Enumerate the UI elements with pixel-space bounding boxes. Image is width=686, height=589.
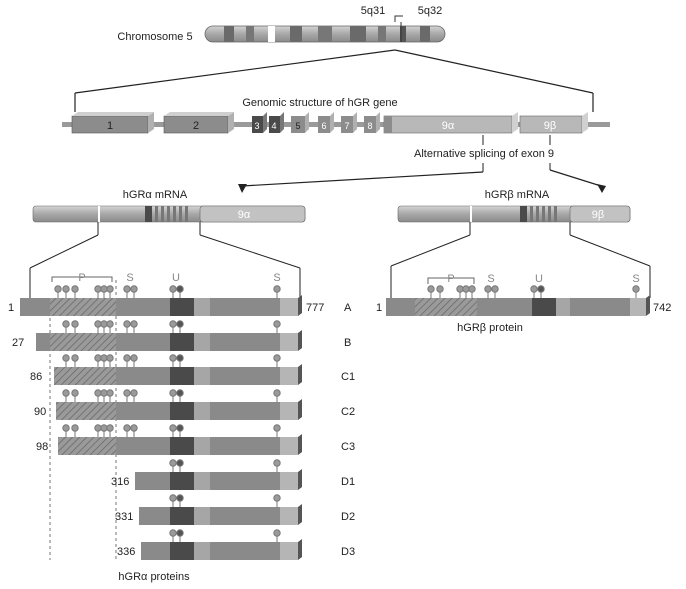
beta-protein-start: 1: [376, 302, 382, 314]
isoform-D1-id: D1: [341, 476, 355, 488]
alpha-mrna-exon-label: 9α: [238, 209, 251, 221]
exon-2-label: 2: [193, 120, 199, 132]
isoform-B-id: B: [344, 337, 351, 349]
chromosome: [204, 25, 446, 43]
isoform-B-start: 27: [12, 337, 24, 349]
exon-3: [252, 112, 267, 133]
isoform-row-D2: [139, 504, 302, 525]
isoform-A-end: 777: [306, 302, 324, 314]
isoform-row-D1: [135, 469, 302, 490]
splicing-label: Alternative splicing of exon 9: [414, 148, 554, 160]
exon-8: [364, 112, 380, 133]
exon-9a: [383, 112, 518, 134]
p-domain-label-beta: P: [447, 273, 454, 285]
p-domain-label-alpha: P: [78, 272, 85, 284]
isoform-row-C3: [58, 434, 302, 455]
exon-9b: [519, 112, 588, 134]
isoform-row-B: [36, 330, 302, 351]
isoform-C1-start: 86: [30, 371, 42, 383]
s-domain-label-alpha-1: S: [126, 272, 133, 284]
isoform-C2-id: C2: [341, 406, 355, 418]
exon-4-label: 4: [271, 121, 276, 131]
exon-3-label: 3: [254, 121, 259, 131]
isoform-C2-start: 90: [34, 406, 46, 418]
gene-structure-title: Genomic structure of hGR gene: [242, 97, 397, 109]
u-domain-label-alpha: U: [172, 272, 180, 284]
gene-structure: [62, 112, 610, 134]
alpha-mrna-title: hGRα mRNA: [123, 189, 188, 201]
exon-4: [269, 112, 284, 133]
chromosome-label: Chromosome 5: [117, 31, 192, 43]
exon-7: [341, 112, 357, 133]
exon-5: [291, 112, 309, 133]
isoform-D3-start: 336: [117, 546, 135, 558]
isoform-A-start: 1: [8, 302, 14, 314]
isoform-C1-id: C1: [341, 371, 355, 383]
exon-9a-label: 9α: [442, 120, 455, 132]
alpha-proteins-caption: hGRα proteins: [118, 571, 190, 583]
isoform-D1-start: 316: [111, 476, 129, 488]
band-5q32-label: 5q32: [418, 5, 442, 17]
beta-protein-caption: hGRβ protein: [457, 322, 523, 334]
phospho-pins-alpha: [54, 285, 281, 542]
beta-mrna-exon-label: 9β: [592, 209, 604, 221]
p-bracket-beta: [427, 277, 475, 284]
beta-protein-end: 742: [653, 302, 671, 314]
s-domain-label-beta-2: S: [632, 273, 639, 285]
s-domain-label-beta-1: S: [487, 273, 494, 285]
exon-7-label: 7: [344, 121, 349, 131]
arrow-to-alpha: [241, 171, 484, 187]
exon-1: [71, 112, 154, 134]
beta-mrna: [397, 205, 631, 223]
isoform-row-A: [20, 295, 302, 316]
beta-mrna-title: hGRβ mRNA: [485, 189, 550, 201]
exon-1-label: 1: [107, 120, 113, 132]
u-domain-label-beta: U: [535, 273, 543, 285]
isoform-row-C1: [54, 364, 302, 385]
isoform-C3-id: C3: [341, 441, 355, 453]
isoform-D2-start: 331: [115, 511, 133, 523]
exon-8-label: 8: [367, 121, 372, 131]
beta-protein-bar: [386, 295, 650, 316]
band-5q31-label: 5q31: [361, 5, 385, 17]
isoform-row-D3: [141, 539, 302, 560]
exon-6-label: 6: [321, 121, 326, 131]
exon-5-label: 5: [295, 121, 300, 131]
alpha-mrna: [32, 205, 306, 223]
arrow-to-beta: [549, 169, 602, 187]
phospho-pins-beta: [427, 285, 640, 298]
isoform-D2-id: D2: [341, 511, 355, 523]
p-bracket-alpha: [51, 276, 113, 282]
s-domain-label-alpha-2: S: [273, 272, 280, 284]
exon-6: [318, 112, 334, 133]
isoform-C3-start: 98: [36, 441, 48, 453]
isoform-D3-id: D3: [341, 546, 355, 558]
exon-2: [163, 112, 234, 134]
exon-9b-label: 9β: [544, 120, 556, 132]
isoform-row-C2: [56, 399, 302, 420]
isoform-A-id: A: [344, 302, 352, 314]
